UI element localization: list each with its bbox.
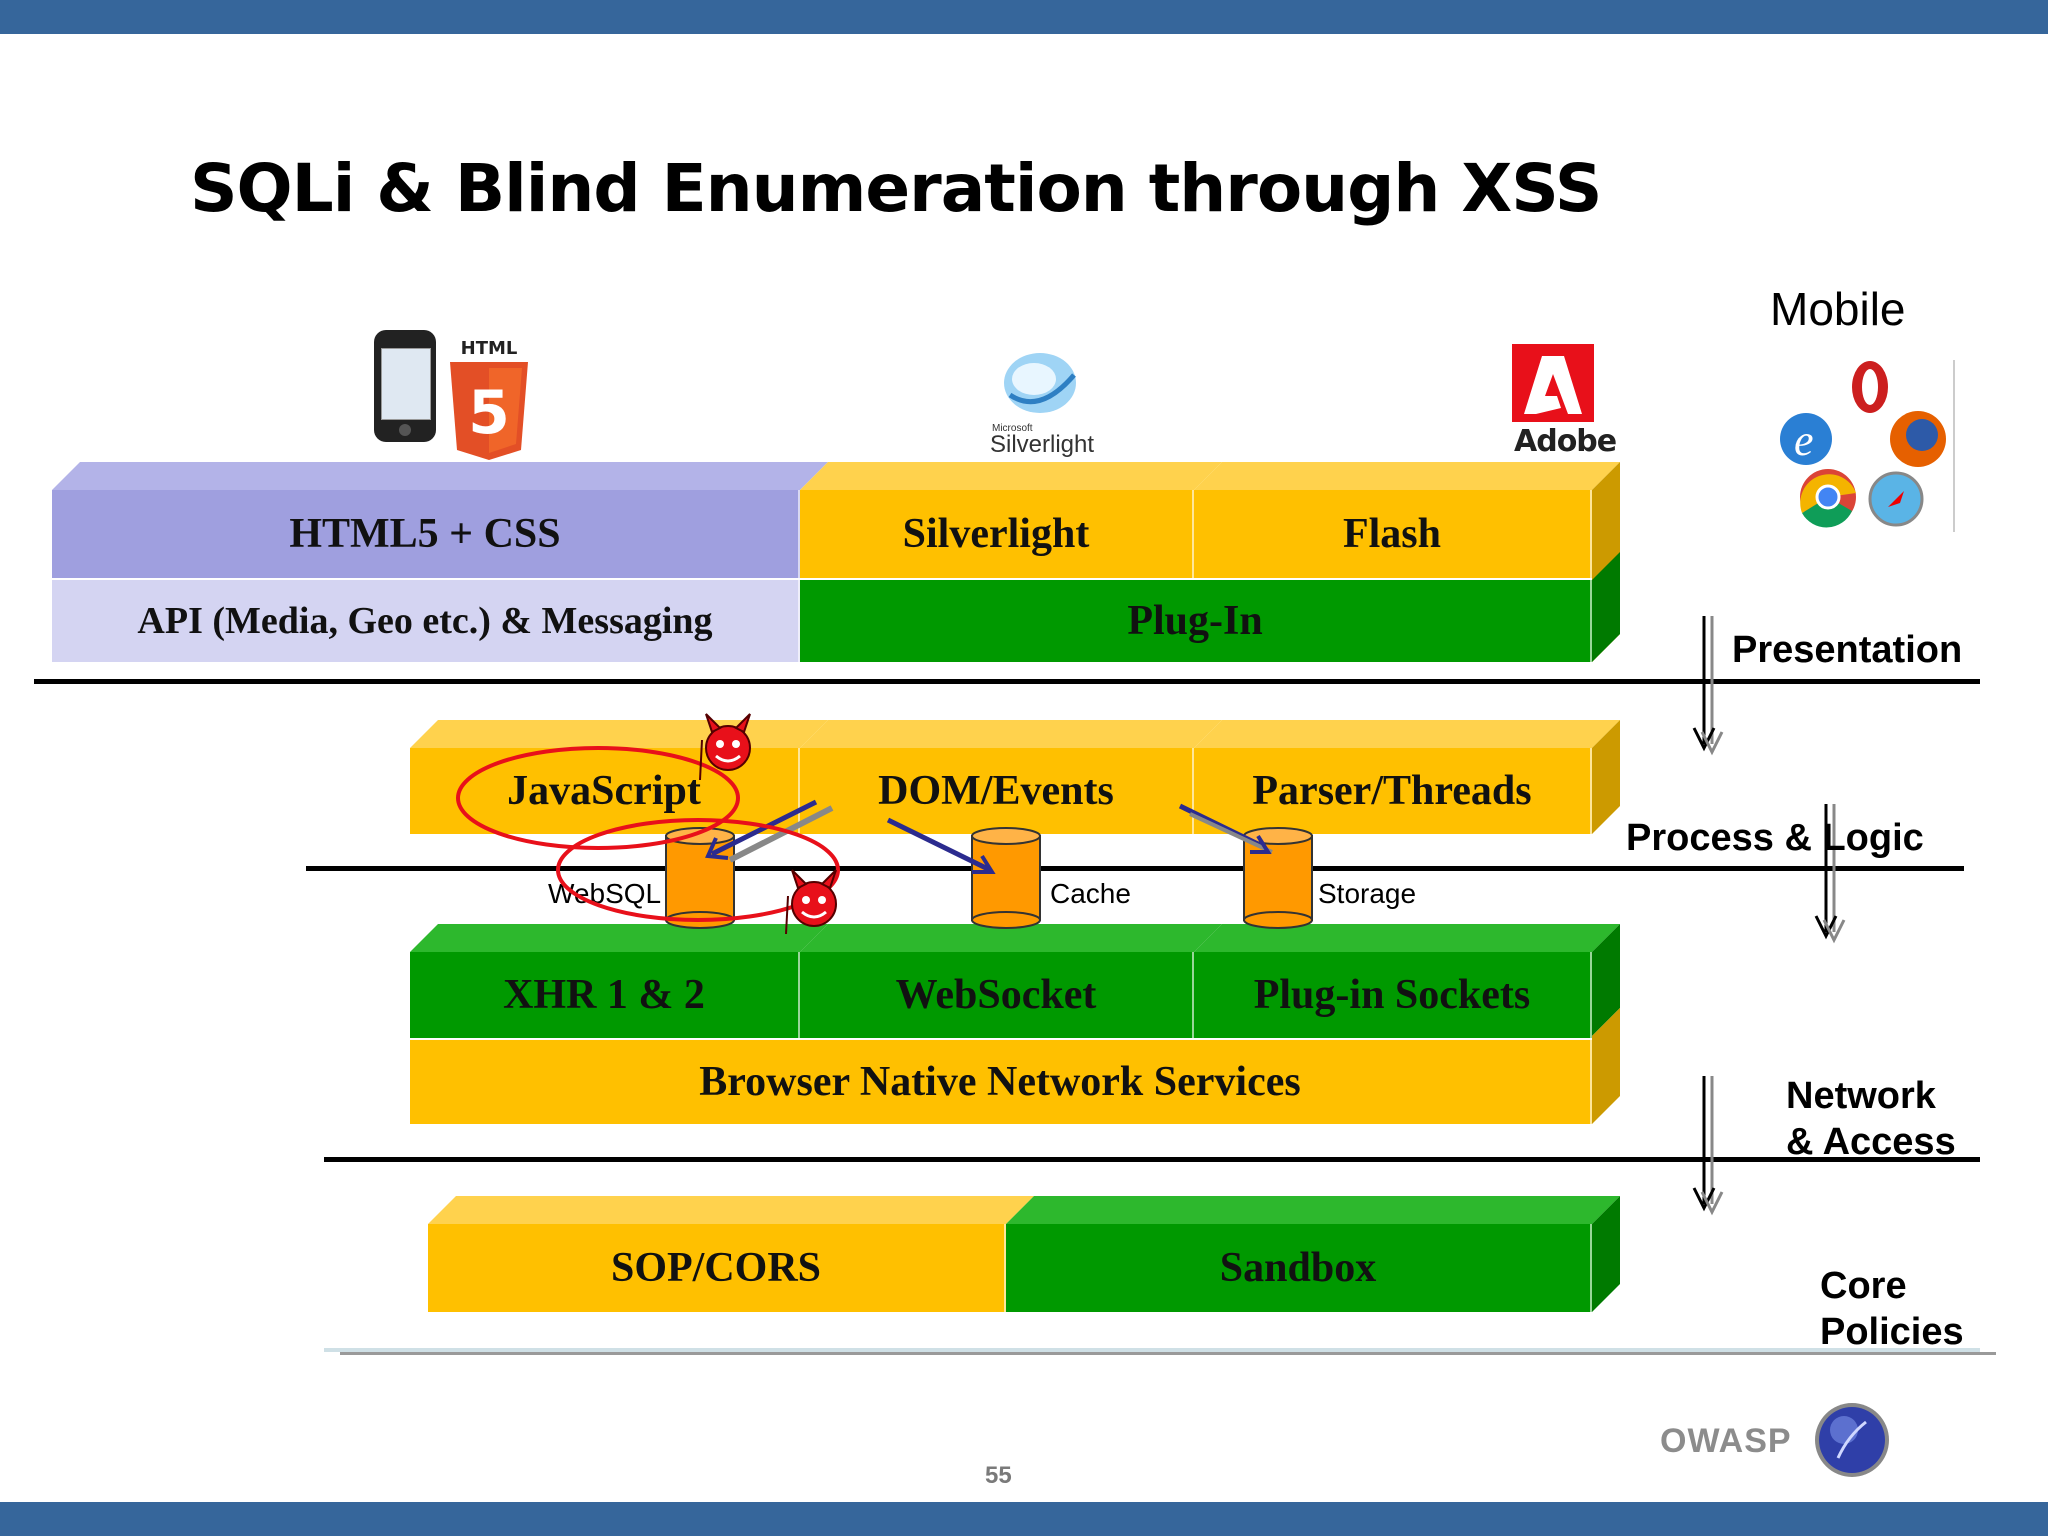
silverlight-block: Silverlight [800,490,1194,578]
cache-label: Cache [1050,878,1131,909]
svg-text:e: e [1794,416,1814,465]
parser-threads-block: Parser/Threads [1194,748,1592,834]
api-messaging-block: API (Media, Geo etc.) & Messaging [52,580,800,662]
adobe-logo: Adobe [1508,344,1617,464]
websql-cylinder [665,827,735,929]
slide-title: SQLi & Blind Enumeration through XSS [190,150,1602,227]
plugin-block: Plug-In [800,580,1592,662]
xhr-block: XHR 1 & 2 [410,952,800,1038]
bottom-bar [0,1502,2048,1536]
page-number: 55 [985,1462,1012,1489]
layer-label-presentation: Presentation [1732,629,1963,671]
adobe-logo-text: Adobe [1514,424,1617,459]
silverlight-logo: Microsoft Silverlight [990,345,1094,458]
network-divider [324,1157,1980,1162]
owasp-logo-icon [1815,1403,1889,1477]
javascript-highlight-ring [456,746,740,850]
layer-label-core-2: Policies [1820,1311,1964,1353]
down-arrow-icon [1692,1076,1724,1216]
devil-icon [699,713,751,781]
cache-cylinder [971,827,1041,929]
down-arrow-icon [1692,616,1724,756]
process-divider [306,866,1964,871]
silverlight-logo-small: Microsoft [992,423,1033,434]
html5-css-block: HTML5 + CSS [52,490,800,578]
layer-label-network-2: & Access [1786,1121,1956,1163]
websql-highlight-ring [556,818,840,922]
icon-divider [1953,360,1955,532]
core-divider [324,1348,1980,1352]
presentation-divider [34,679,1980,684]
sandbox-block: Sandbox [1006,1224,1592,1312]
owasp-label: OWASP [1660,1422,1792,1460]
html5-logo-number: 5 [468,378,510,448]
browser-icons: e [1780,361,1946,528]
layer-label-process: Process & Logic [1626,817,1924,859]
silverlight-logo-text: Silverlight [990,431,1095,458]
devil-icon [785,869,837,935]
core-divider-shadow [340,1352,1996,1355]
html5-logo: HTML 5 [446,338,532,460]
down-arrow-icon [1814,804,1846,944]
flash-block: Flash [1194,490,1592,578]
dom-events-block: DOM/Events [800,748,1194,834]
storage-label: Storage [1318,878,1417,909]
browser-native-network-block: Browser Native Network Services [410,1040,1592,1124]
websql-label: WebSQL [548,878,662,909]
websocket-block: WebSocket [800,952,1194,1038]
sop-cors-block: SOP/CORS [428,1224,1006,1312]
mobile-label: Mobile [1770,283,1906,335]
layer-label-core-1: Core [1820,1265,1907,1307]
top-bar [0,0,2048,34]
html5-logo-text: HTML [460,338,518,359]
phone-icon [374,330,436,442]
layer-label-network-1: Network [1786,1075,1936,1117]
plugin-sockets-block: Plug-in Sockets [1194,952,1592,1038]
